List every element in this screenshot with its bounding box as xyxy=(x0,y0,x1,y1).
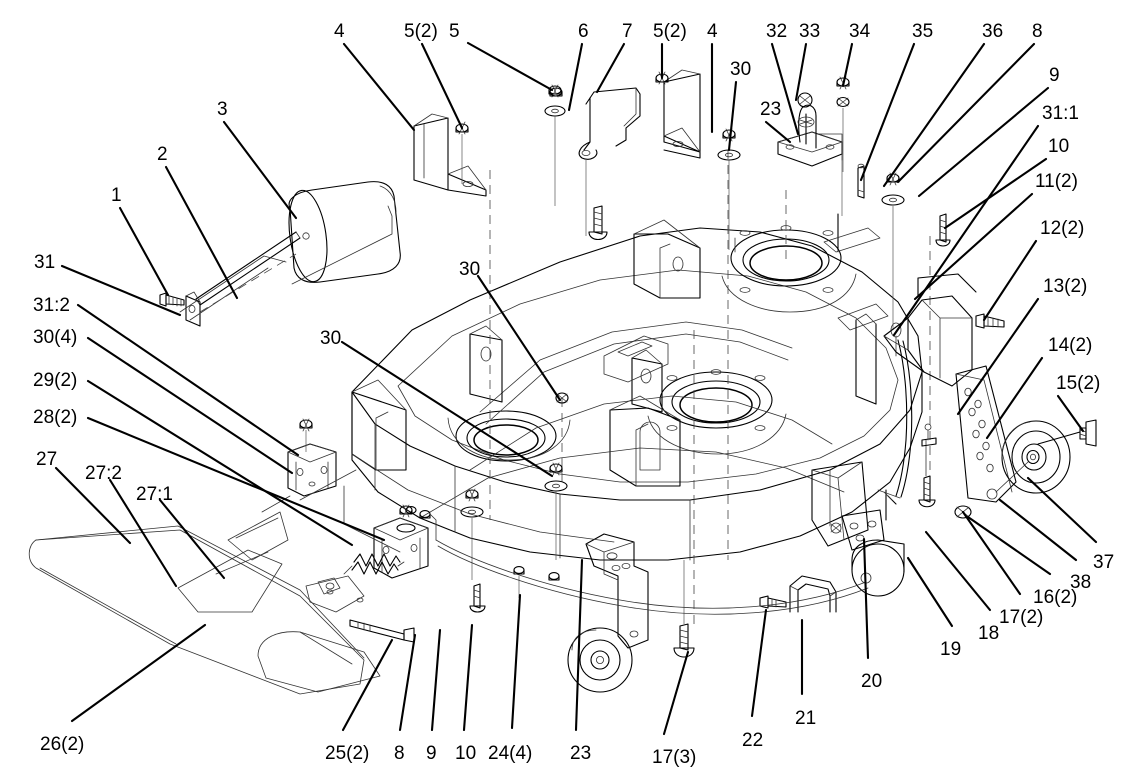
screw-24-top xyxy=(588,205,608,241)
screw-8-bottom xyxy=(405,506,417,514)
callout-52: 5(2) xyxy=(653,21,687,42)
callout-30: 30 xyxy=(459,259,481,280)
callout-8: 8 xyxy=(394,743,405,764)
callout-6: 6 xyxy=(578,21,589,42)
callout-33: 33 xyxy=(799,21,821,42)
screw-24-b3 xyxy=(548,572,560,581)
fasteners-16-17-18 xyxy=(918,423,972,519)
washer-stack-30-top xyxy=(717,128,741,250)
screw-17-3 xyxy=(673,560,695,658)
cable-31-1 xyxy=(877,322,913,521)
callout-38: 38 xyxy=(1070,572,1092,593)
callout-7: 7 xyxy=(622,21,633,42)
screw-24-b1 xyxy=(469,583,486,613)
callout-132: 13(2) xyxy=(1043,276,1088,297)
callout-9: 9 xyxy=(1049,65,1060,86)
callout-31-2: 31:2 xyxy=(33,295,70,316)
callout-34: 34 xyxy=(849,21,871,42)
callout-18: 18 xyxy=(978,623,1000,644)
washer-stack-9-10 xyxy=(460,488,484,580)
bolt-12 xyxy=(975,313,1005,329)
callout-5: 5 xyxy=(449,21,460,42)
screw-5-a xyxy=(455,121,469,184)
screw-17-right xyxy=(918,475,936,508)
rod-7 xyxy=(549,69,701,236)
callout-23: 23 xyxy=(570,743,592,764)
callout-122: 12(2) xyxy=(1040,218,1085,239)
callout-36: 36 xyxy=(982,21,1004,42)
callout-112: 11(2) xyxy=(1035,171,1078,192)
callout-30: 30 xyxy=(730,59,752,80)
callout-1: 1 xyxy=(111,185,122,206)
callout-9: 9 xyxy=(426,743,437,764)
extension-spring-26 xyxy=(343,553,405,575)
callout-304: 30(4) xyxy=(33,327,78,348)
callout-2: 2 xyxy=(157,144,168,165)
roller-assembly xyxy=(159,181,401,327)
callout-292: 29(2) xyxy=(33,370,78,391)
callout-32: 32 xyxy=(766,21,788,42)
callout-262: 26(2) xyxy=(40,734,85,755)
callout-21: 21 xyxy=(795,708,817,729)
callout-4: 4 xyxy=(334,21,345,42)
callout-282: 28(2) xyxy=(33,407,78,428)
mower-deck-body xyxy=(351,150,931,630)
bolt-25 xyxy=(349,619,415,643)
deck-lower-rails xyxy=(261,453,615,553)
callout-19: 19 xyxy=(940,639,962,660)
callout-30: 30 xyxy=(320,328,342,349)
callout-31: 31 xyxy=(34,252,56,273)
washer-stack-30-center xyxy=(544,462,568,560)
callout-20: 20 xyxy=(861,671,883,692)
callout-10: 10 xyxy=(1048,136,1070,157)
callout-8: 8 xyxy=(1032,21,1043,42)
callout-10: 10 xyxy=(455,743,477,764)
callout-27-2: 27:2 xyxy=(85,463,122,484)
bracket-4-left xyxy=(413,84,566,206)
fastener-36-8-9 xyxy=(881,172,951,330)
callout-162: 16(2) xyxy=(1033,587,1078,608)
discharge-chute-27 xyxy=(28,511,381,695)
screw-5-c xyxy=(655,71,669,85)
callout-244: 24(4) xyxy=(488,743,533,764)
callout-252: 25(2) xyxy=(325,743,370,764)
callout-172: 17(2) xyxy=(999,607,1044,628)
callout-27-1: 27:1 xyxy=(136,484,173,505)
callout-142: 14(2) xyxy=(1048,335,1093,356)
clamp-block-32-33 xyxy=(777,92,843,216)
bolt-22 xyxy=(759,595,787,609)
callout-31-1: 31:1 xyxy=(1042,103,1079,124)
fastener-34-35 xyxy=(836,76,865,199)
callout-23: 23 xyxy=(760,99,782,120)
callout-173: 17(3) xyxy=(652,747,697,768)
screw-10-right xyxy=(935,213,951,247)
callout-52: 5(2) xyxy=(404,21,438,42)
fastener-6 xyxy=(549,87,563,97)
callout-27: 27 xyxy=(36,449,58,470)
callout-4: 4 xyxy=(707,21,718,42)
screw-5-b xyxy=(544,84,566,206)
screw-30-c xyxy=(419,510,431,519)
callout-3: 3 xyxy=(217,99,228,120)
callout-152: 15(2) xyxy=(1056,373,1101,394)
spring-bracket-assembly xyxy=(287,418,431,643)
callout-37: 37 xyxy=(1093,552,1115,573)
callout-35: 35 xyxy=(912,21,934,42)
bolt-1 xyxy=(159,292,185,307)
callout-22: 22 xyxy=(742,730,764,751)
screw-24-b2 xyxy=(513,566,525,598)
